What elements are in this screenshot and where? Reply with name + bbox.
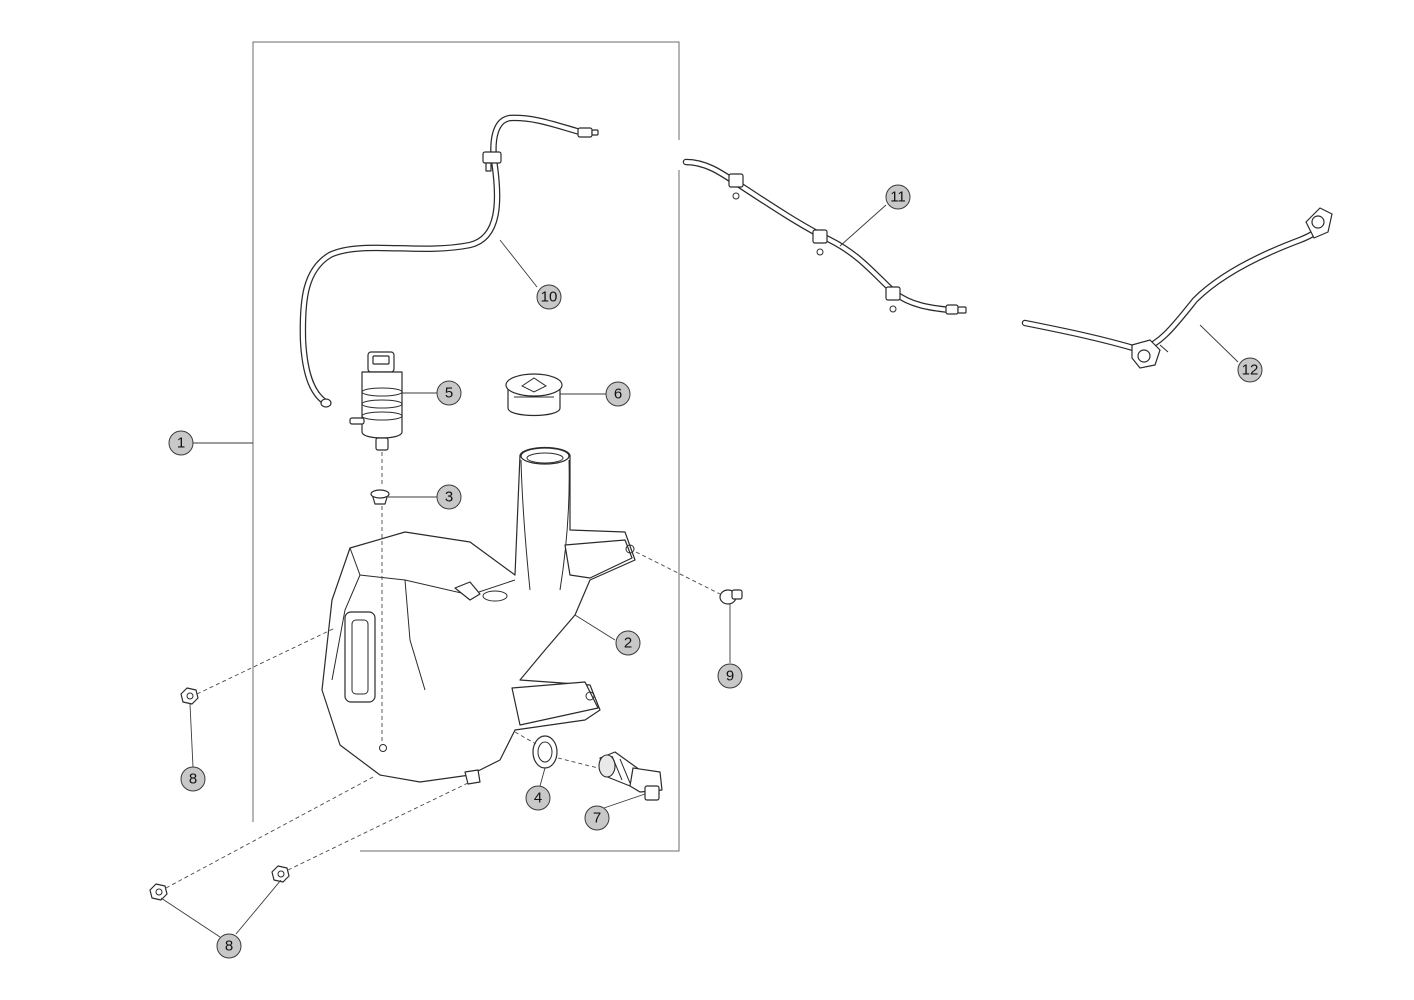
callout-4: 4 — [525, 785, 551, 811]
part-3-grommet[interactable] — [370, 489, 390, 505]
svg-text:8: 8 — [189, 771, 197, 788]
svg-text:10: 10 — [541, 289, 558, 306]
svg-text:11: 11 — [890, 189, 906, 206]
callout-7: 7 — [584, 805, 610, 831]
svg-text:1: 1 — [177, 435, 185, 452]
callout-10: 10 — [536, 284, 562, 310]
callout-8-bottom: 8 — [216, 933, 242, 959]
callout-8-left: 8 — [180, 766, 206, 792]
callout-12: 12 — [1237, 357, 1263, 383]
callout-9: 9 — [717, 663, 743, 689]
callout-6: 6 — [605, 381, 631, 407]
svg-text:7: 7 — [593, 810, 601, 827]
svg-text:2: 2 — [624, 635, 632, 652]
part-11-hose[interactable] — [682, 158, 967, 315]
part-5-washer-pump[interactable] — [349, 351, 403, 451]
callout-3: 3 — [436, 484, 462, 510]
part-7-level-sensor[interactable] — [598, 751, 663, 801]
part-4-seal-ring[interactable] — [532, 735, 558, 769]
svg-text:6: 6 — [614, 386, 622, 403]
callout-2: 2 — [615, 630, 641, 656]
part-8-nut-lower-right[interactable] — [271, 865, 290, 883]
part-2-reservoir-tank[interactable] — [321, 446, 636, 785]
part-8-nut-left-upper[interactable] — [180, 687, 199, 705]
assembly-frame — [252, 41, 680, 852]
part-6-filler-cap[interactable] — [505, 373, 563, 417]
part-9-clip[interactable] — [719, 589, 743, 605]
callout-1: 1 — [168, 430, 194, 456]
svg-text:12: 12 — [1242, 362, 1259, 379]
part-10-hose[interactable] — [299, 114, 599, 408]
callout-11: 11 — [885, 184, 911, 210]
part-12-hose[interactable] — [1021, 207, 1333, 369]
callout-leader-lines — [160, 204, 1239, 938]
part-8-nut-lower-left[interactable] — [149, 883, 168, 901]
svg-text:8: 8 — [225, 938, 233, 955]
svg-text:4: 4 — [534, 790, 542, 807]
assembly-dashed-lines — [165, 452, 721, 889]
svg-text:3: 3 — [445, 489, 453, 506]
svg-text:5: 5 — [445, 385, 453, 402]
svg-text:9: 9 — [726, 668, 734, 685]
callout-5: 5 — [436, 380, 462, 406]
